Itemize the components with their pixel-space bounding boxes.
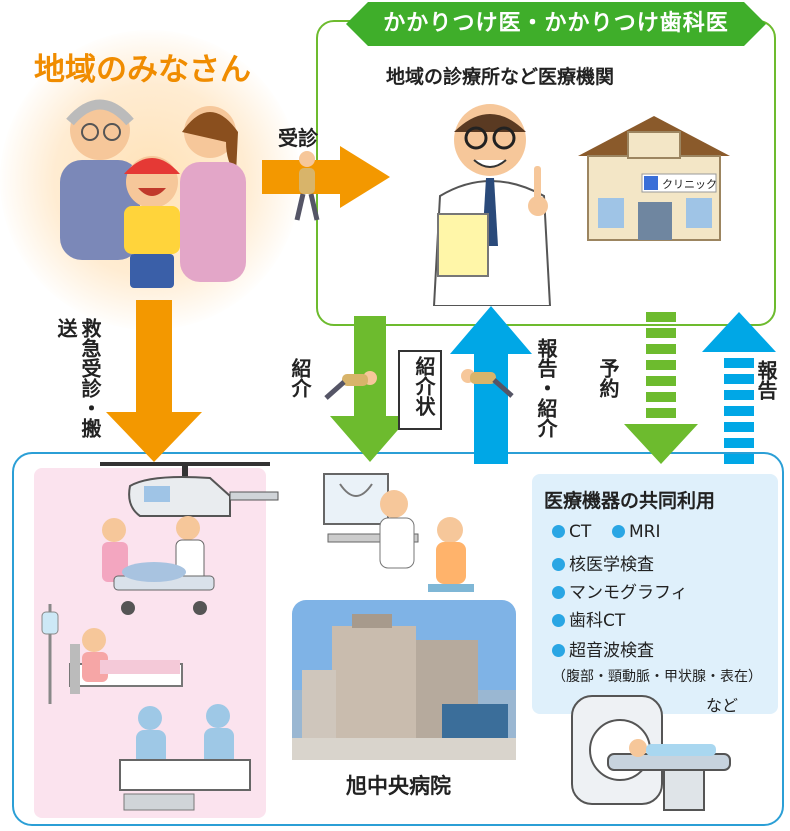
stretcher-illustration bbox=[102, 516, 215, 615]
bullet-icon bbox=[612, 525, 625, 538]
bullet-icon bbox=[552, 586, 565, 599]
referral-label: 紹介 bbox=[288, 358, 312, 398]
referral-letter-box bbox=[398, 350, 442, 430]
walking-patient-icon bbox=[324, 371, 377, 400]
emergency-arrow bbox=[106, 300, 202, 462]
banner-shape bbox=[346, 2, 766, 46]
bullet-icon bbox=[552, 525, 565, 538]
referral-letter-label: 紹介状 bbox=[412, 356, 436, 416]
community-title: 地域のみなさん bbox=[34, 52, 251, 88]
consultation-illustration bbox=[323, 473, 474, 592]
walking-patient-icon bbox=[294, 151, 320, 221]
bullet-icon bbox=[552, 644, 565, 657]
consult-label: 受診 bbox=[278, 126, 318, 150]
family-illustration bbox=[60, 99, 246, 288]
equipment-item-mammography: マンモグラフィ bbox=[552, 578, 688, 603]
hospital-building-photo bbox=[292, 600, 516, 760]
bullet-icon bbox=[552, 558, 565, 571]
equipment-note: （腹部・頸動脈・甲状腺・表在） bbox=[552, 669, 762, 685]
helicopter-illustration bbox=[100, 462, 279, 517]
report-referral-arrow bbox=[450, 306, 532, 464]
report-label: 報告 bbox=[754, 360, 778, 400]
report-arrow bbox=[702, 312, 776, 464]
referral-arrow bbox=[330, 316, 410, 462]
clinic-building-illustration: クリニック bbox=[578, 116, 730, 241]
ct-scanner-illustration bbox=[571, 695, 731, 811]
emergency-label: 救急受診・搬送 bbox=[54, 318, 102, 438]
banner-title: かかりつけ医・かかりつけ歯科医 bbox=[383, 11, 729, 36]
reservation-arrow bbox=[624, 312, 698, 464]
doctor-illustration bbox=[432, 104, 552, 306]
bullet-icon bbox=[552, 614, 565, 627]
surgery-illustration bbox=[119, 704, 251, 811]
report-referral-label: 報告・紹介 bbox=[534, 338, 558, 438]
reservation-label: 予約 bbox=[596, 358, 620, 398]
equipment-item-ct: CT bbox=[552, 522, 591, 542]
clinic-sign: クリニック bbox=[662, 178, 717, 191]
consult-arrow bbox=[262, 146, 390, 208]
equipment-item-dental-ct: 歯科CT bbox=[552, 606, 625, 631]
equipment-panel bbox=[532, 474, 778, 714]
walking-patient-icon bbox=[461, 369, 514, 398]
equipment-etc: など bbox=[706, 696, 739, 715]
equipment-item-nuclear: 核医学検査 bbox=[552, 550, 654, 575]
clinic-title: 地域の診療所など医療機関 bbox=[386, 66, 615, 88]
equipment-item-mri: MRI bbox=[612, 522, 661, 542]
equipment-item-ultrasound: 超音波検査 bbox=[552, 636, 654, 661]
hospital-bed-illustration bbox=[41, 604, 183, 704]
hospital-name: 旭中央病院 bbox=[346, 774, 451, 798]
equipment-title: 医療機器の共同利用 bbox=[544, 490, 716, 512]
